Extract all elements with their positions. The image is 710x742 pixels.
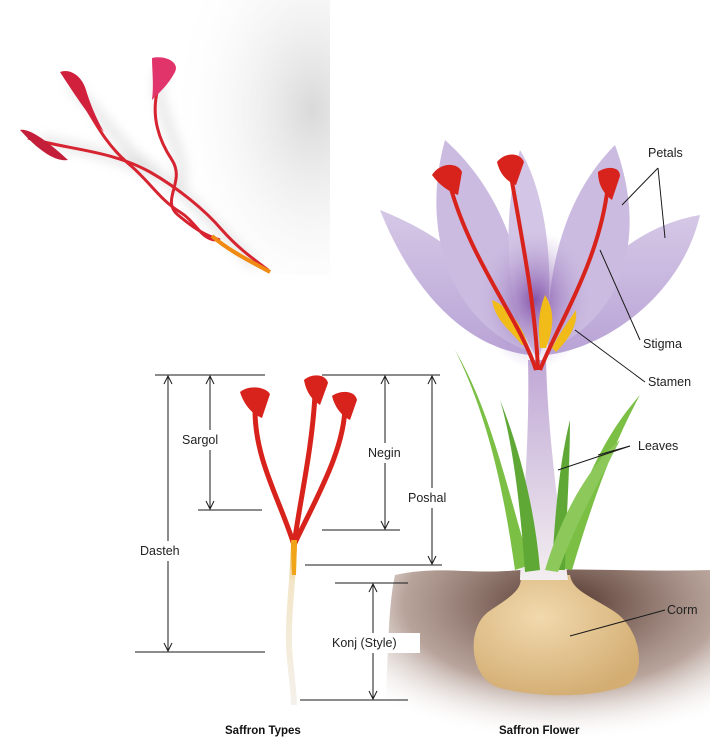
- petals-label: Petals: [648, 146, 683, 160]
- saffron-flower-caption: Saffron Flower: [499, 725, 580, 737]
- negin-label: Negin: [368, 446, 401, 460]
- saffron-types-caption: Saffron Types: [225, 725, 301, 737]
- stamen-label: Stamen: [648, 375, 691, 389]
- saffron-threads-illustration: [20, 0, 330, 275]
- saffron-flower-illustration: Petals Stigma Stamen Leaves Corm: [380, 140, 710, 742]
- poshal-label: Poshal: [408, 491, 446, 505]
- konj-label: Konj (Style): [332, 636, 397, 650]
- leaves-label: Leaves: [638, 439, 678, 453]
- stigma-label: Stigma: [643, 337, 682, 351]
- sargol-label: Sargol: [182, 433, 218, 447]
- corm-label: Corm: [667, 603, 698, 617]
- dasteh-label: Dasteh: [140, 544, 180, 558]
